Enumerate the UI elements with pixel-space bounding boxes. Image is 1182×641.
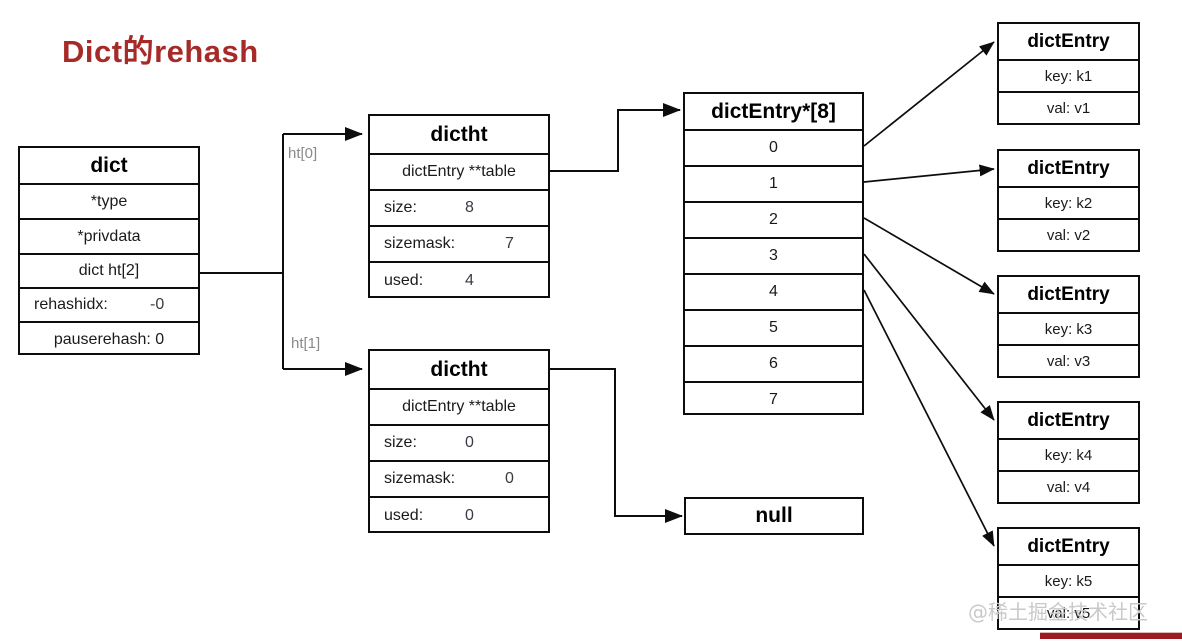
dict-entry-box-3: dictEntry key: k3 val: v3 <box>997 275 1140 378</box>
bucket-slot-3: 3 <box>685 239 862 275</box>
bucket-slot-1: 1 <box>685 167 862 203</box>
dict-entry-2-header: dictEntry <box>999 151 1138 188</box>
dict-entry-3-key: key: k3 <box>999 314 1138 346</box>
dictht-0-header: dictht <box>370 116 548 155</box>
dict-entry-4-key: key: k4 <box>999 440 1138 472</box>
dict-entry-1-key: key: k1 <box>999 61 1138 93</box>
accent-bar <box>1040 632 1182 639</box>
dict-entry-1-header: dictEntry <box>999 24 1138 61</box>
null-box: null <box>684 497 864 535</box>
dict-field-privdata: *privdata <box>20 220 198 255</box>
dictht-0-used-label: used: <box>384 272 424 289</box>
dictht-0-sizemask-label: sizemask: <box>384 235 456 252</box>
bucket-array-header: dictEntry*[8] <box>685 94 862 131</box>
dict-field-pauserehash: pauserehash: 0 <box>53 331 165 348</box>
dictht-1-sizemask: sizemask: 0 <box>370 462 548 498</box>
connector-dict-to-httables <box>200 127 363 376</box>
dictht-0-sizemask: sizemask: 7 <box>370 227 548 263</box>
dict-struct-box: dict *type *privdata dict ht[2] rehashid… <box>18 146 200 355</box>
dict-entry-box-5: dictEntry key: k5 val: v5 <box>997 527 1140 630</box>
dictht-0-size-value: 8 <box>465 199 474 216</box>
bucket-slot-4: 4 <box>685 275 862 311</box>
bucket-slot-7: 7 <box>769 391 778 408</box>
connector-ht1-to-null <box>550 368 683 523</box>
dict-field-type: *type <box>20 185 198 220</box>
dictht-0-sizemask-value: 7 <box>505 235 514 252</box>
dict-entry-box-4: dictEntry key: k4 val: v4 <box>997 401 1140 504</box>
connector-ht0-to-bucket-array <box>550 103 681 172</box>
dict-entry-3-header: dictEntry <box>999 277 1138 314</box>
dictht-1-size-label: size: <box>384 434 417 451</box>
dict-entry-5-header: dictEntry <box>999 529 1138 566</box>
dictht-0-size: size: 8 <box>370 191 548 227</box>
bucket-slot-2: 2 <box>685 203 862 239</box>
dict-entry-4-val: val: v4 <box>1046 479 1091 496</box>
bucket-slot-5: 5 <box>685 311 862 347</box>
dictht-0-box: dictht dictEntry **table size: 8 sizemas… <box>368 114 550 298</box>
dict-entry-2-key: key: k2 <box>999 188 1138 220</box>
bucket-array-box: dictEntry*[8] 0 1 2 3 4 5 6 7 <box>683 92 864 415</box>
dictht-1-used-label: used: <box>384 507 424 524</box>
dictht-1-header: dictht <box>370 351 548 390</box>
pointer-label-ht1: ht[1] <box>291 335 321 352</box>
dict-entry-1-val: val: v1 <box>1046 100 1091 117</box>
bucket-slot-6: 6 <box>685 347 862 383</box>
dict-field-rehashidx-value: -0 <box>150 296 165 313</box>
bucket-slot-0: 0 <box>685 131 862 167</box>
dict-field-rehashidx: rehashidx: -0 <box>20 289 198 323</box>
dictht-1-used-value: 0 <box>465 507 474 524</box>
dictht-0-used: used: 4 <box>370 263 548 299</box>
dict-box-header: dict <box>20 148 198 185</box>
dict-entry-box-2: dictEntry key: k2 val: v2 <box>997 149 1140 252</box>
watermark: @稀土掘金技术社区 <box>968 600 1148 624</box>
dictht-0-size-label: size: <box>384 199 417 216</box>
dictht-0-table-pointer: dictEntry **table <box>370 155 548 191</box>
dictht-1-sizemask-label: sizemask: <box>384 470 456 487</box>
dictht-1-used: used: 0 <box>370 498 548 534</box>
dictht-1-size-value: 0 <box>465 434 474 451</box>
dictht-1-box: dictht dictEntry **table size: 0 sizemas… <box>368 349 550 533</box>
dict-field-rehashidx-label: rehashidx: <box>34 296 108 313</box>
dict-field-ht: dict ht[2] <box>20 255 198 289</box>
dict-entry-4-header: dictEntry <box>999 403 1138 440</box>
dict-entry-box-1: dictEntry key: k1 val: v1 <box>997 22 1140 125</box>
pointer-label-ht0: ht[0] <box>288 145 318 162</box>
connector-slots-to-entries <box>863 41 995 547</box>
null-box-label: null <box>755 504 793 527</box>
dictht-1-table-pointer: dictEntry **table <box>370 390 548 426</box>
dictht-1-sizemask-value: 0 <box>505 470 514 487</box>
dict-entry-5-val: val: v5 <box>1046 605 1091 622</box>
dictht-1-size: size: 0 <box>370 426 548 462</box>
dict-entry-2-val: val: v2 <box>1046 227 1091 244</box>
dict-entry-5-key: key: k5 <box>999 566 1138 598</box>
page-title: Dict的rehash <box>62 34 259 69</box>
dict-entry-3-val: val: v3 <box>1046 353 1091 370</box>
dictht-0-used-value: 4 <box>465 272 474 289</box>
